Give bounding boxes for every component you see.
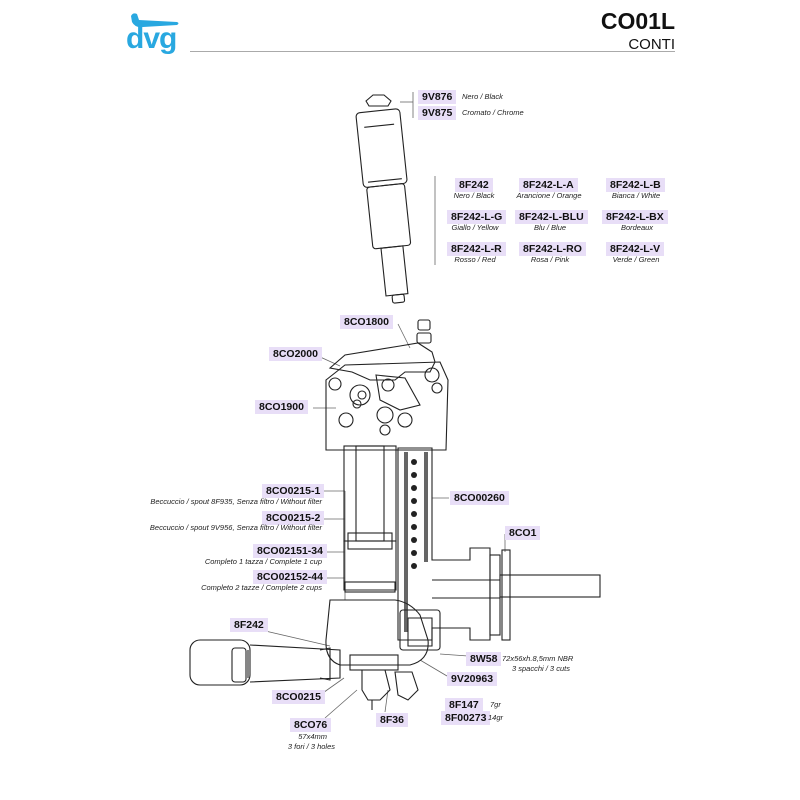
part-8F242-L-BLU-desc: Blu / Blue xyxy=(533,223,567,232)
part-9V20963-code: 9V20963 xyxy=(447,672,498,686)
part-8CO02151-34-code: 8CO02151-34 xyxy=(253,544,327,558)
part-8F242-L-V-desc: Verde / Green xyxy=(612,255,660,264)
part-8F242-handle-code: 8F242 xyxy=(230,618,268,632)
part-8F242-L-G-code: 8F242-L-G xyxy=(447,210,507,224)
part-8CO02152-44-desc: Completo 2 tazze / Complete 2 cups xyxy=(201,583,322,592)
part-8F242-L-R-code: 8F242-L-R xyxy=(447,242,506,256)
part-8F00273-code: 8F00273 xyxy=(441,711,491,725)
model-code: CO01L xyxy=(600,8,675,34)
part-8F242-desc: Nero / Black xyxy=(453,191,495,200)
part-8F242-L-V-code: 8F242-L-V xyxy=(606,242,665,256)
part-8CO2000-code: 8CO2000 xyxy=(269,347,322,361)
part-8CO0215-2-desc: Beccuccio / spout 9V956, Senza filtro / … xyxy=(149,523,322,532)
part-8W58-desc2: 3 spacchi / 3 cuts xyxy=(512,664,570,673)
part-8F242-L-RO-code: 8F242-L-RO xyxy=(519,242,586,256)
part-8F242-L-G-desc: Giallo / Yellow xyxy=(451,223,499,232)
part-8CO76-desc2: 3 fori / 3 holes xyxy=(287,742,335,751)
part-8W58-code: 8W58 xyxy=(466,652,502,666)
header-divider xyxy=(190,51,675,52)
part-8CO0215-1-desc: Beccuccio / spout 8F935, Senza filtro / … xyxy=(150,497,322,506)
model-name: CONTI xyxy=(628,36,675,53)
part-9V875-code: 9V875 xyxy=(418,106,457,120)
part-9V876-code: 9V876 xyxy=(418,90,457,104)
brand-name: dvg xyxy=(126,22,177,55)
part-8F242-L-B-desc: Bianca / White xyxy=(611,191,661,200)
part-8CO0215-1-code: 8CO0215-1 xyxy=(262,484,325,498)
part-8F242-L-A-desc: Arancione / Orange xyxy=(516,191,582,200)
part-8CO1-code: 8CO1 xyxy=(505,526,541,540)
part-8CO02152-44-code: 8CO02152-44 xyxy=(253,570,327,584)
part-8F147-desc: 7gr xyxy=(490,700,501,709)
part-8F00273-desc: 14gr xyxy=(488,713,504,722)
part-8CO02151-34-desc: Completo 1 tazza / Complete 1 cup xyxy=(204,557,322,566)
part-8CO0215-2-code: 8CO0215-2 xyxy=(262,511,325,525)
part-8CO00260-code: 8CO00260 xyxy=(450,491,509,505)
part-8F242-code: 8F242 xyxy=(455,178,493,192)
part-8CO76-desc1: 57x4mm xyxy=(298,732,327,741)
part-8F147-code: 8F147 xyxy=(445,698,483,712)
part-8F242-L-RO-desc: Rosa / Pink xyxy=(530,255,570,264)
part-8F242-L-A-code: 8F242-L-A xyxy=(519,178,578,192)
part-8F242-L-BX-code: 8F242-L-BX xyxy=(602,210,668,224)
brand-logo-icon xyxy=(131,13,179,28)
part-9V876-desc: Nero / Black xyxy=(462,92,503,101)
part-8F242-L-BX-desc: Bordeaux xyxy=(620,223,654,232)
part-8F242-L-BLU-code: 8F242-L-BLU xyxy=(515,210,588,224)
part-8F36-code: 8F36 xyxy=(376,713,408,727)
part-8W58-desc1: 72x56xh.8,5mm NBR xyxy=(502,654,574,663)
part-8F242-L-B-code: 8F242-L-B xyxy=(606,178,665,192)
part-8F242-L-R-desc: Rosso / Red xyxy=(454,255,496,264)
part-8CO76-code: 8CO76 xyxy=(290,718,332,732)
part-8CO0215-code: 8CO0215 xyxy=(272,690,325,704)
part-8CO1800-code: 8CO1800 xyxy=(340,315,393,329)
part-8CO1900-code: 8CO1900 xyxy=(255,400,308,414)
part-9V875-desc: Cromato / Chrome xyxy=(462,108,524,117)
